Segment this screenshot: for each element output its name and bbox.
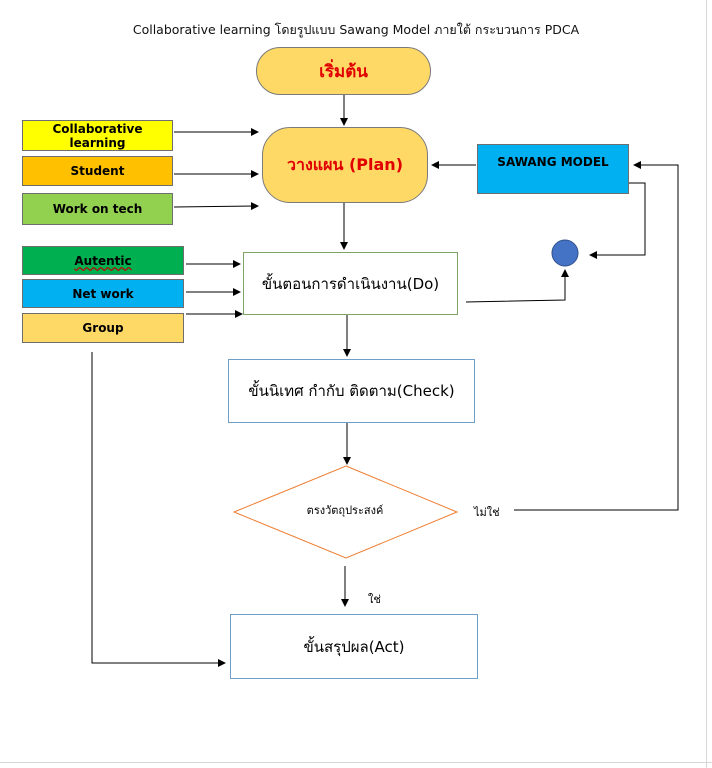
input-label: Autentic [74, 253, 132, 268]
act-label: ขั้นสรุปผล(Act) [303, 637, 405, 656]
circle-connector [551, 239, 579, 267]
arrow-work-plan [173, 202, 259, 211]
input-label: Net work [72, 286, 134, 301]
input-student: Student [22, 156, 173, 186]
input-label: Work on tech [52, 202, 143, 216]
check-label: ขั้นนิเทศ กำกับ ติดตาม(Check) [248, 382, 455, 400]
input-work-on-tech: Work on tech [22, 193, 173, 225]
input-label: Student [70, 164, 125, 178]
start-label: เริ่มต้น [319, 61, 368, 82]
input-net-work: Net work [22, 279, 184, 308]
right-edge [706, 0, 707, 768]
input-collaborative-learning: Collaborative learning [22, 120, 173, 151]
decision-text: ตรงวัตถุประสงค์ [270, 498, 420, 522]
do-step: ขั้นตอนการดำเนินงาน(Do) [243, 252, 458, 315]
check-step: ขั้นนิเทศ กำกับ ติดตาม(Check) [228, 359, 475, 423]
arrow-sawang-circle [589, 182, 646, 259]
arrow-no-loop [514, 161, 679, 511]
input-group: Group [22, 313, 184, 343]
do-label: ขั้นตอนการดำเนินงาน(Do) [261, 274, 440, 293]
input-label: Group [82, 321, 124, 335]
sawang-model-box: SAWANG MODEL [477, 144, 629, 194]
no-label: ไม่ใช่ [474, 506, 500, 519]
start-terminal: เริ่มต้น [256, 47, 431, 95]
sawang-label: SAWANG MODEL [497, 155, 609, 169]
plan-label: วางแผน (Plan) [287, 154, 403, 174]
input-label: Collaborative learning [52, 121, 143, 150]
input-autentic: Autentic [22, 246, 184, 275]
bottom-edge [0, 762, 712, 763]
decision-diamond [232, 465, 459, 559]
diagram-title: Collaborative learning โดยรูปแบบ Sawang … [132, 22, 580, 37]
arrow-do-circle [465, 269, 569, 303]
act-step: ขั้นสรุปผล(Act) [230, 614, 478, 679]
plan-step: วางแผน (Plan) [262, 127, 428, 203]
yes-label: ใช่ [368, 593, 381, 606]
decision-label: ตรงวัตถุประสงค์ [306, 504, 384, 517]
arrow-group-act [91, 352, 226, 667]
